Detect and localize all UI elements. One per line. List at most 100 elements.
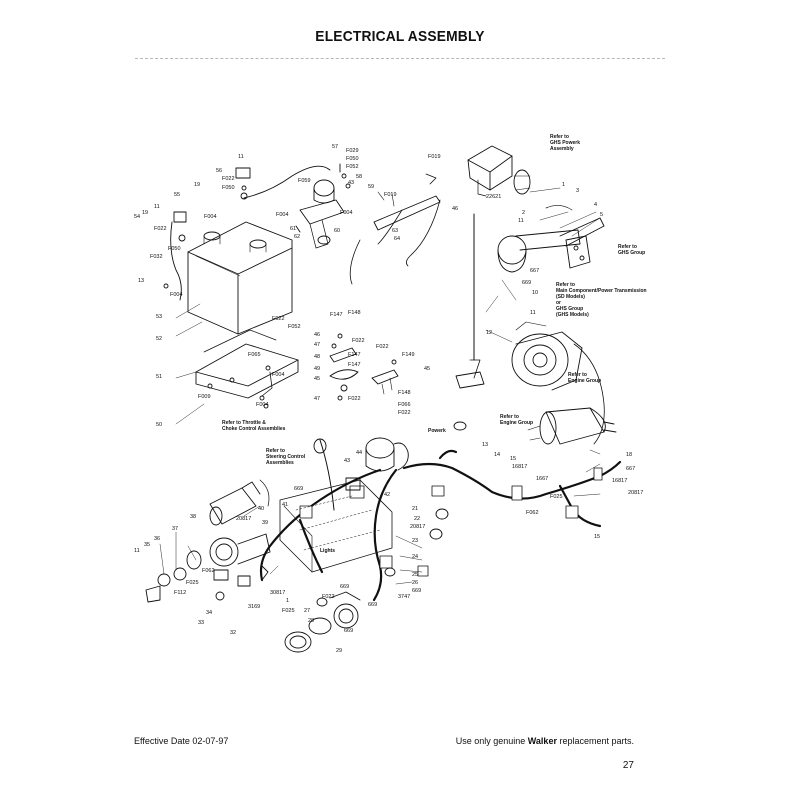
callout: 669	[344, 628, 353, 634]
callout: F009	[198, 394, 211, 400]
callout: F022	[352, 338, 365, 344]
callout: 1667	[536, 476, 548, 482]
callout: 47	[314, 396, 320, 402]
callout: F148	[398, 390, 411, 396]
callout: 28	[308, 618, 314, 624]
page-title: ELECTRICAL ASSEMBLY	[315, 28, 485, 45]
callout: 63	[392, 228, 398, 234]
callout: 54	[134, 214, 140, 220]
callout: 29	[336, 648, 342, 654]
callout: 57	[332, 144, 338, 150]
callout: F148	[348, 310, 361, 316]
callout: 51	[156, 374, 162, 380]
callout: 33	[198, 620, 204, 626]
starter-solenoid	[295, 163, 351, 249]
callout: 13	[138, 278, 144, 284]
reference-notes: Refer to GHS Powerk Assembly Refer to GH…	[222, 134, 648, 554]
callout: F050	[222, 185, 235, 191]
callout: 24	[412, 554, 418, 560]
callout: 43	[344, 458, 350, 464]
callout: F025	[186, 580, 199, 586]
callout: 39	[262, 520, 268, 526]
callout: 1	[286, 598, 289, 604]
callout: 35	[144, 542, 150, 548]
callout: 18	[626, 452, 632, 458]
callout: 38	[190, 514, 196, 520]
note-engine-group-2: Refer to Engine Group	[500, 414, 533, 426]
callout: F004	[276, 212, 289, 218]
callout: F022	[154, 226, 167, 232]
callout: F032	[150, 254, 163, 260]
callout: 45	[314, 376, 320, 382]
relay-bank	[345, 437, 409, 491]
hydro-pump	[511, 321, 605, 445]
callout: 11	[134, 548, 140, 554]
callout: 22	[414, 516, 420, 522]
callout: 16817	[612, 478, 627, 484]
callout: 15	[510, 456, 516, 462]
callout: F149	[402, 352, 415, 358]
callout: 669	[368, 602, 377, 608]
callout: 669	[412, 588, 421, 594]
callout: F112	[174, 590, 186, 596]
callout: F029	[346, 148, 359, 154]
callout: 52	[156, 336, 162, 342]
callout: 14	[494, 452, 500, 458]
callout: 26	[412, 580, 418, 586]
callout: 64	[394, 236, 400, 242]
callout: 10	[532, 290, 538, 296]
callout: F059	[298, 178, 311, 184]
callout: 20817	[410, 524, 425, 530]
callout: 25	[412, 572, 418, 578]
callout: 5	[600, 212, 603, 218]
page-number: 27	[622, 760, 634, 771]
callout-labels: 11 56 19 F022 F050 57 F029 F050 F052 58 …	[134, 144, 643, 654]
callout: 59	[368, 184, 374, 190]
callout: 667	[626, 466, 635, 472]
callout: 21	[412, 506, 418, 512]
battery-cable-left	[170, 221, 182, 301]
callout: 20817	[236, 516, 251, 522]
actuator-assembly	[497, 205, 605, 273]
callout: 48	[314, 354, 320, 360]
callout: 15	[594, 534, 600, 540]
callout: 43	[348, 180, 354, 186]
callout: 19	[142, 210, 148, 216]
callout: 12	[486, 330, 492, 336]
callout: F147	[348, 362, 361, 368]
parts-notice: Use only genuine Walker replacement part…	[456, 736, 634, 746]
callout: 3169	[248, 604, 260, 610]
brand-name: Walker	[527, 736, 557, 746]
callout: F066	[398, 402, 411, 408]
callout: 56	[216, 168, 222, 174]
callout: 53	[156, 314, 162, 320]
callout: 42	[384, 492, 390, 498]
callout: 44	[356, 450, 362, 456]
note-main-component: Refer to Main Component/Power Transmissi…	[556, 282, 648, 318]
callout: 4	[594, 202, 597, 208]
callout: F004	[170, 292, 183, 298]
callout: 46	[314, 332, 320, 338]
callout: 37	[172, 526, 178, 532]
wiring-harness	[259, 449, 622, 602]
callout: 3	[576, 188, 579, 194]
starter-motor	[527, 407, 617, 445]
callout: F050	[346, 156, 359, 162]
gauges	[284, 591, 361, 653]
note-steering: Refer to Steering Control Assemblies	[266, 448, 307, 466]
callout: F147	[348, 352, 361, 358]
callout: 13	[482, 442, 488, 448]
relay-cluster	[329, 333, 399, 401]
callout: 61	[290, 226, 296, 232]
callout: 1	[562, 182, 565, 188]
callout: 46	[452, 206, 458, 212]
callout: F022	[222, 176, 235, 182]
callout: 11	[518, 218, 524, 224]
callout: F019	[428, 154, 441, 160]
callout: 669	[294, 486, 303, 492]
parts-notice-prefix: Use only genuine	[455, 736, 528, 746]
effective-date: Effective Date 02-07-97	[134, 736, 229, 746]
callout: F022	[348, 396, 361, 402]
callout: F004	[204, 214, 217, 220]
battery-cable-top	[243, 165, 331, 199]
